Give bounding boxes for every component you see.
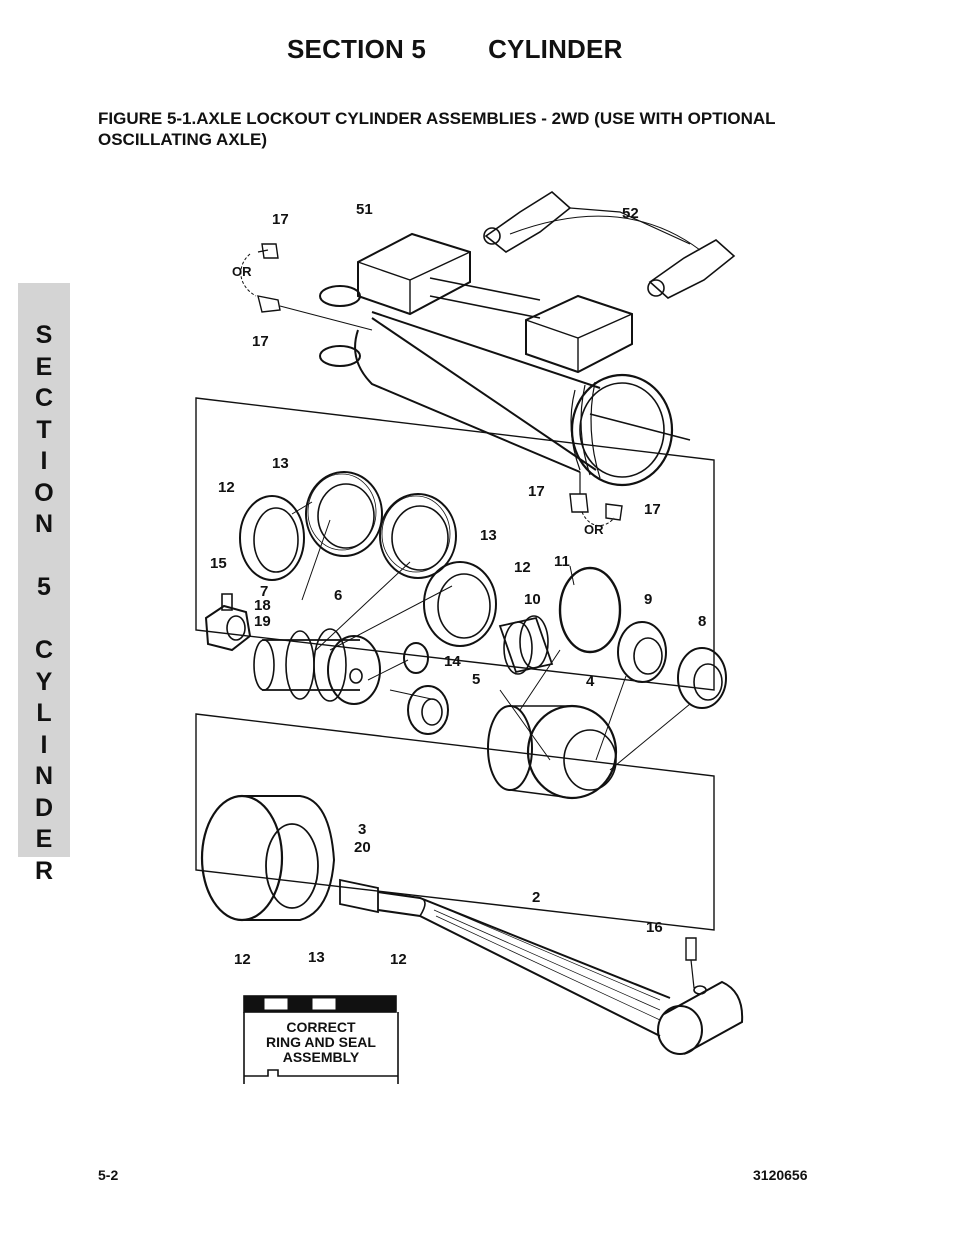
callout-or: OR <box>232 264 252 279</box>
callout-5: 5 <box>472 671 480 688</box>
o-ring-14 <box>403 642 429 674</box>
side-tab-label: S E C T I O N 5 C Y L I N D E R <box>34 321 54 885</box>
leader-lines-upper <box>291 501 691 771</box>
ring-seal-inset <box>243 995 399 1084</box>
barrel-end-3 <box>200 794 336 922</box>
callout-13: 13 <box>480 527 497 544</box>
callout-6: 6 <box>334 587 342 604</box>
callout-13: 13 <box>308 949 325 966</box>
figure-title: FIGURE 5-1.AXLE LOCKOUT CYLINDER ASSEMBL… <box>98 109 776 149</box>
set-screw-15 <box>221 593 233 611</box>
valve-fittings <box>483 191 736 299</box>
callout-11: 11 <box>554 553 570 570</box>
seal-13a <box>305 471 383 557</box>
callout-or: OR <box>584 522 604 537</box>
callout-15: 15 <box>210 555 227 572</box>
bleeder-fittings <box>240 243 623 526</box>
bearing-10 <box>498 615 554 675</box>
rod-seal-8 <box>677 647 727 709</box>
wiper-9 <box>617 621 667 683</box>
callout-14: 14 <box>444 653 461 670</box>
section-topic: CYLINDER <box>488 34 623 64</box>
callout-12: 12 <box>514 559 531 576</box>
callout-17: 17 <box>272 211 289 228</box>
cylinder-barrel <box>319 285 691 487</box>
explode-frame-upper <box>195 397 715 691</box>
callout-12: 12 <box>218 479 235 496</box>
callout-17: 17 <box>644 501 661 518</box>
explode-frame-lower <box>195 713 715 931</box>
callout-9: 9 <box>644 591 652 608</box>
head-4 <box>487 704 618 800</box>
inset-caption-line-2: RING AND SEAL <box>266 1034 376 1050</box>
callout-18: 18 <box>254 597 271 614</box>
wear-ring-12b <box>423 561 497 647</box>
lock-nut <box>204 604 252 652</box>
piston-6 <box>253 628 381 705</box>
callout-51: 51 <box>356 201 373 218</box>
callout-12: 12 <box>234 951 251 968</box>
page-number: 5-2 <box>98 1167 119 1183</box>
document-number: 3120656 <box>753 1167 808 1183</box>
callout-12: 12 <box>390 951 407 968</box>
wear-ring-12a <box>239 495 305 581</box>
grease-fitting-16 <box>685 937 697 989</box>
side-tab: S E C T I O N 5 C Y L I N D E R <box>18 283 70 885</box>
callout-2: 2 <box>532 889 540 906</box>
callout-3: 3 <box>358 821 366 838</box>
section-number: SECTION 5 <box>287 34 427 64</box>
callout-19: 19 <box>254 613 271 630</box>
callout-10: 10 <box>524 591 541 608</box>
inset-caption-line-1: CORRECT <box>286 1019 356 1035</box>
callout-13: 13 <box>272 455 289 472</box>
o-ring-11 <box>558 566 622 654</box>
callout-7: 7 <box>260 583 268 600</box>
seal-13b <box>379 493 457 579</box>
callout-16: 16 <box>646 919 663 936</box>
callout-52: 52 <box>622 205 639 222</box>
manifold-blocks <box>357 232 633 374</box>
rod-eye <box>657 980 744 1055</box>
callout-17: 17 <box>528 483 545 500</box>
callout-8: 8 <box>698 613 706 630</box>
section-header: SECTION 5 CYLINDER <box>287 34 623 65</box>
piston-rod-2 <box>339 878 671 1037</box>
callout-labels: 51 52 17 OR 17 13 12 17 17 OR 13 12 11 1… <box>210 201 706 1065</box>
exploded-cylinder-diagram: 51 52 17 OR 17 13 12 17 17 OR 13 12 11 1… <box>195 191 744 1084</box>
inset-caption-line-3: ASSEMBLY <box>283 1049 360 1065</box>
callout-20: 20 <box>354 839 371 856</box>
spacer-5 <box>407 685 449 735</box>
callout-17: 17 <box>252 333 269 350</box>
callout-4: 4 <box>586 673 595 690</box>
